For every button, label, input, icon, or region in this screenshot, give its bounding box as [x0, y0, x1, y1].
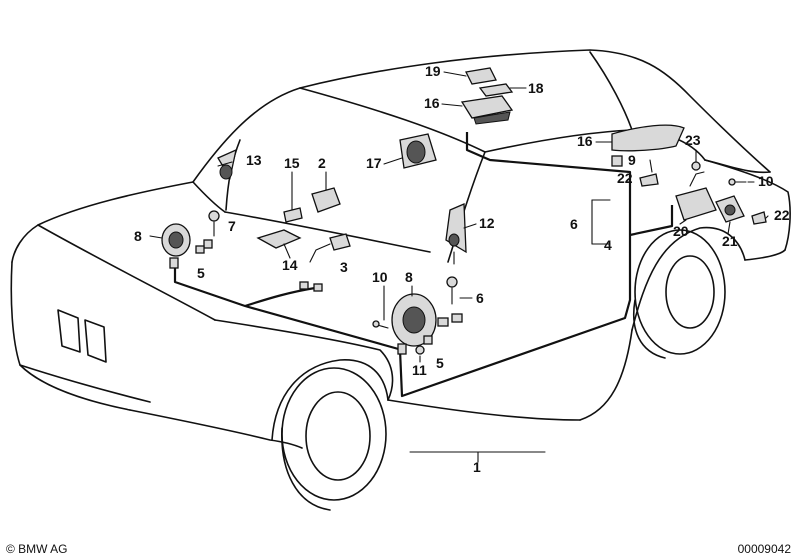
- label-22-right: 22: [774, 207, 790, 223]
- label-5-door: 5: [436, 355, 444, 371]
- label-17: 17: [366, 155, 382, 171]
- label-16-top: 16: [424, 95, 440, 111]
- leader-lines: [149, 71, 769, 363]
- parts: [161, 67, 767, 355]
- label-6-rear: 6: [570, 216, 578, 232]
- label-7: 7: [228, 218, 236, 234]
- label-3: 3: [340, 259, 348, 275]
- label-13: 13: [246, 152, 262, 168]
- label-20: 20: [673, 223, 689, 239]
- label-15: 15: [284, 155, 300, 171]
- document-number: 00009042: [737, 542, 791, 556]
- label-21: 21: [722, 233, 738, 249]
- label-5-left: 5: [197, 265, 205, 281]
- label-10-door: 10: [372, 269, 388, 285]
- label-4: 4: [604, 237, 612, 253]
- label-11: 11: [412, 362, 427, 378]
- label-16-rear: 16: [577, 133, 593, 149]
- module-2: [311, 187, 341, 213]
- label-23: 23: [685, 132, 701, 148]
- part-15: [283, 207, 303, 223]
- label-10-rear: 10: [758, 173, 774, 189]
- callout-labels: 1 2 3 4 5 5 6 6 7 8 8 9 10 10 11 12 13 1…: [134, 63, 790, 475]
- label-8-left: 8: [134, 228, 142, 244]
- label-9: 9: [628, 152, 636, 168]
- amplifier-20: [675, 187, 717, 221]
- part-7: [208, 210, 220, 222]
- copyright-text: © BMW AG: [6, 542, 68, 556]
- speaker-grille-16-rear: [611, 124, 685, 152]
- speaker-grille-19: [465, 67, 497, 85]
- label-18: 18: [528, 80, 544, 96]
- speaker-grille-16-front: [460, 95, 514, 119]
- label-22-rear: 22: [617, 170, 633, 186]
- label-8-door: 8: [405, 269, 413, 285]
- label-12: 12: [479, 215, 495, 231]
- label-6-door: 6: [476, 290, 484, 306]
- label-1: 1: [473, 459, 481, 475]
- label-14: 14: [282, 257, 298, 273]
- speaker-grille-18: [478, 83, 514, 97]
- car-body: [10, 49, 791, 511]
- label-19: 19: [425, 63, 441, 79]
- bracket-14: [256, 229, 302, 249]
- label-2: 2: [318, 155, 326, 171]
- part-3: [329, 233, 351, 251]
